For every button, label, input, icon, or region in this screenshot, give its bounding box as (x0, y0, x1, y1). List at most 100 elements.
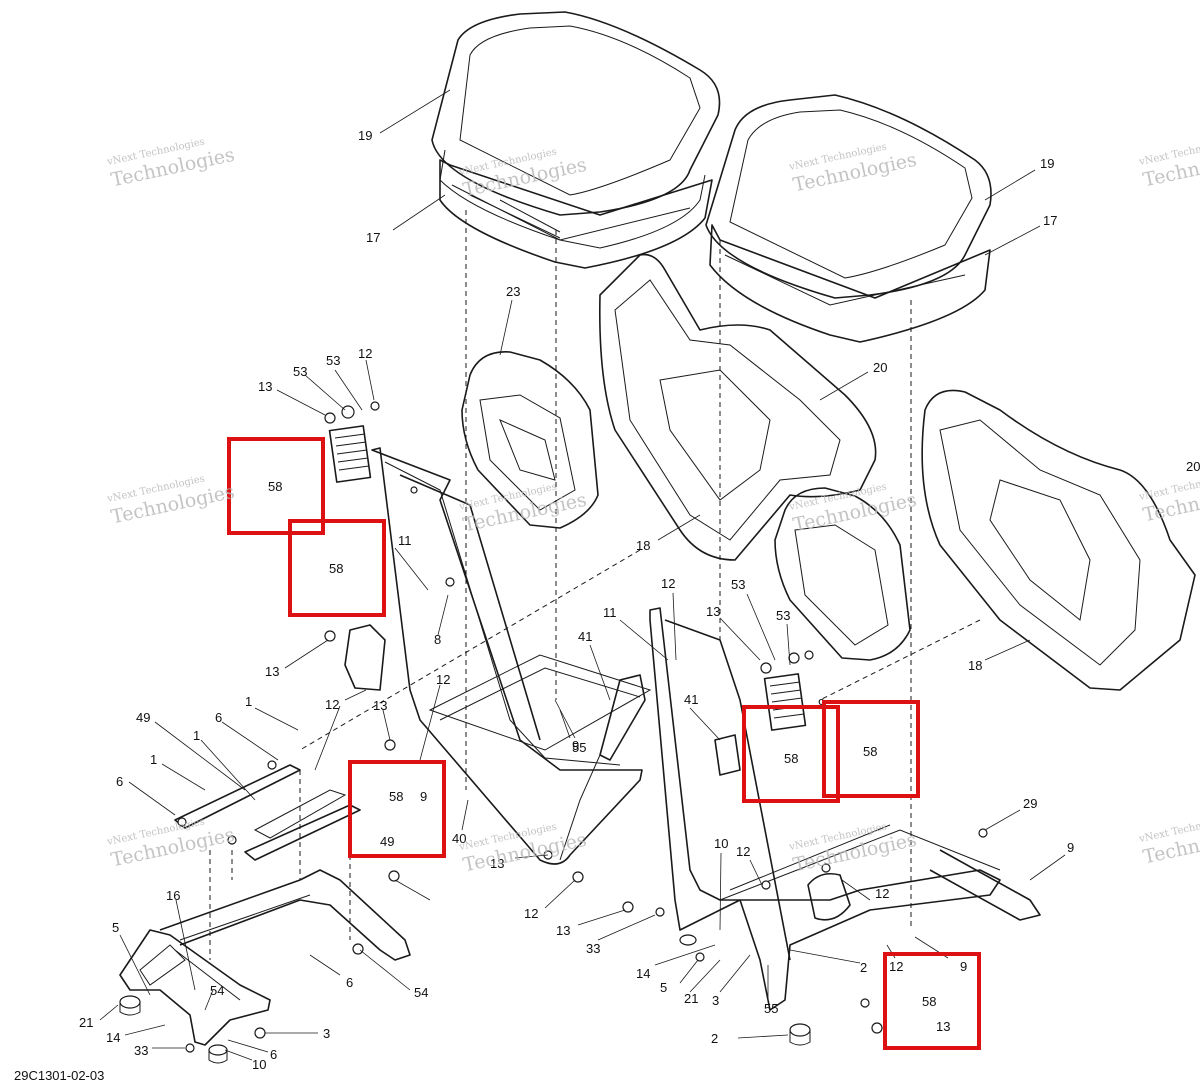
highlight-label: 58 (329, 561, 343, 576)
callout: 12 (436, 672, 450, 687)
callout: 12 (325, 697, 339, 712)
callout: 1 (245, 694, 252, 709)
callout: 13 (556, 923, 570, 938)
callout: 54 (210, 983, 224, 998)
callout: 17 (366, 230, 380, 245)
rubber-mount-right (679, 934, 811, 1046)
callout: 10 (252, 1057, 266, 1072)
highlight-label: 58 (784, 751, 798, 766)
callout: 20 (873, 360, 887, 375)
rubber-mount-left (119, 995, 228, 1064)
callout: 13 (490, 856, 504, 871)
spring-right (763, 673, 807, 731)
seat-base-right (709, 224, 991, 343)
callout: 6 (346, 975, 353, 990)
callout: 23 (506, 284, 520, 299)
callout: 21 (684, 991, 698, 1006)
callout: 21 (79, 1015, 93, 1030)
callout: 12 (661, 576, 675, 591)
callout: 14 (636, 966, 650, 981)
highlight-box-3[interactable]: 58 9 49 (348, 760, 446, 858)
highlight-sub-label: 9 (960, 959, 967, 974)
seat-belt-retractor-right (714, 734, 851, 921)
callout: 53 (731, 577, 745, 592)
callout: 5 (112, 920, 119, 935)
callout: 3 (323, 1026, 330, 1041)
callout: 53 (776, 608, 790, 623)
callout: 12 (524, 906, 538, 921)
callout: 41 (684, 692, 698, 707)
callout: 49 (136, 710, 150, 725)
highlight-label: 58 (922, 994, 936, 1009)
callout: 40 (452, 831, 466, 846)
callout: 11 (603, 605, 617, 620)
highlight-box-4[interactable]: 58 (742, 705, 840, 803)
highlight-box-5[interactable]: 58 (822, 700, 920, 798)
highlight-box-1[interactable]: 58 (227, 437, 325, 535)
highlight-box-6[interactable]: 12 9 58 13 (883, 952, 981, 1050)
callout: 18 (636, 538, 650, 553)
hardware-fasteners (177, 401, 988, 1053)
leader-lines (99, 89, 1066, 1061)
callout-numbers: 19 17 19 17 23 20 20 18 18 13 53 53 12 1… (79, 128, 1200, 1072)
callout: 6 (116, 774, 123, 789)
seat-base-left (439, 159, 713, 269)
callout: 8 (434, 632, 441, 647)
highlight-label: 58 (268, 479, 282, 494)
callout: 11 (398, 533, 412, 548)
callout: 6 (270, 1047, 277, 1062)
callout: 13 (706, 604, 720, 619)
callout: 1 (150, 752, 157, 767)
callout: 10 (714, 836, 728, 851)
highlight-box-2[interactable]: 58 (288, 519, 386, 617)
highlight-sub-label: 9 (420, 789, 427, 804)
callout: 20 (1186, 459, 1200, 474)
callout: 9 (1067, 840, 1074, 855)
highlight-label: 58 (863, 744, 877, 759)
callout: 16 (166, 888, 180, 903)
highlight-label: 58 (389, 789, 403, 804)
callout: 17 (1043, 213, 1057, 228)
callout: 55 (572, 740, 586, 755)
callout: 19 (1040, 156, 1054, 171)
seat-cushion-right (705, 94, 992, 299)
callout: 14 (106, 1030, 120, 1045)
seat-belt-retractor-left (344, 624, 646, 861)
seat-frame-left (371, 447, 652, 865)
callout: 2 (860, 960, 867, 975)
callout: 9 (572, 738, 579, 753)
seat-back-center (774, 487, 911, 661)
callout: 53 (293, 364, 307, 379)
callout: 53 (326, 353, 340, 368)
callout: 13 (373, 698, 387, 713)
callout: 9 (818, 696, 825, 711)
drawing-reference: 29C1301-02-03 (14, 1068, 104, 1083)
callout: 29 (1023, 796, 1037, 811)
callout: 12 (875, 886, 889, 901)
highlight-sub-label: 49 (380, 834, 394, 849)
callout: 19 (358, 128, 372, 143)
callout: 3 (712, 993, 719, 1008)
callout: 12 (358, 346, 372, 361)
callout: 1 (193, 728, 200, 743)
callout: 13 (265, 664, 279, 679)
callout: 13 (258, 379, 272, 394)
callout: 5 (660, 980, 667, 995)
lower-frame-left (119, 869, 411, 1046)
highlight-sub-label: 12 (889, 959, 903, 974)
callout: 55 (764, 1001, 778, 1016)
callout: 2 (711, 1031, 718, 1046)
seat-cushion-left (431, 11, 721, 249)
callout: 18 (968, 658, 982, 673)
highlight-sub-label: 13 (936, 1019, 950, 1034)
callout: 33 (586, 941, 600, 956)
callout: 12 (736, 844, 750, 859)
callout: 6 (215, 710, 222, 725)
seat-back-right (921, 389, 1196, 691)
spring-left (328, 425, 372, 483)
callout: 33 (134, 1043, 148, 1058)
callout: 54 (414, 985, 428, 1000)
seat-frame-right (649, 607, 1041, 1011)
callout: 41 (578, 629, 592, 644)
